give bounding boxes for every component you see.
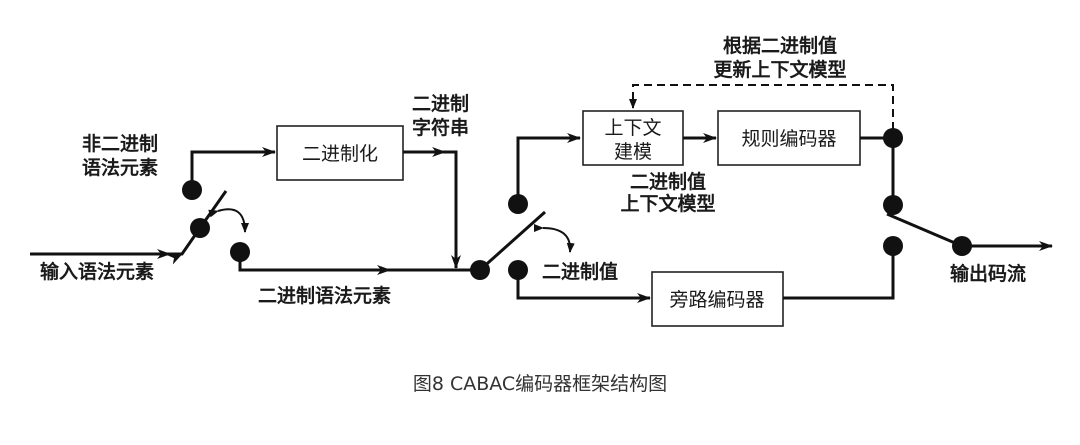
binarizer-box [276,125,404,181]
regular-coder-label: 规则编码器 [741,128,836,150]
bypass-out-line [783,246,895,300]
switch3-blade [886,212,963,248]
bin-context-label-1: 二进制值 [630,170,706,193]
context-label-1: 上下文 [604,117,661,139]
update-label-2: 更新上下文模型 [713,58,846,81]
binary-syntax-label: 二进制语法元素 [258,284,391,307]
context-update-feedback [629,84,894,130]
switch1-toggle-icon [208,208,249,233]
binary-string-path [440,150,461,269]
switch2-blade [479,210,546,272]
switch1-blade [198,190,228,229]
bypass-coder-box [651,271,784,327]
bypass-path [516,270,651,303]
bin-value-label: 二进制值 [542,260,618,283]
switch2-toggle-icon [533,223,575,253]
regular-out-node [883,128,903,148]
binary-syntax-arrow [238,252,391,275]
non-binary-label-2: 语法元素 [82,156,158,179]
non-binary-path [190,147,276,190]
binarizer-label: 二进制化 [302,143,378,165]
figure-caption: 图8 CABAC编码器框架结构图 [413,373,667,395]
regular-path [516,133,581,204]
switch3-bottom-contact [883,236,903,256]
binary-string-label-1: 二进制 [412,92,469,115]
context-label-2: 建模 [614,141,652,163]
regular-coder-box [717,110,861,166]
output-label: 输出码流 [950,262,1026,285]
binary-string-label-2: 字符串 [412,116,469,139]
non-binary-label-1: 非二进制 [82,132,158,155]
update-label-1: 根据二进制值 [723,34,837,57]
switch3-top-contact [883,195,903,215]
input-line [30,227,202,265]
bypass-coder-label: 旁路编码器 [669,289,764,311]
bin-context-label-2: 上下文模型 [620,192,715,215]
input-label: 输入语法元素 [40,260,154,283]
